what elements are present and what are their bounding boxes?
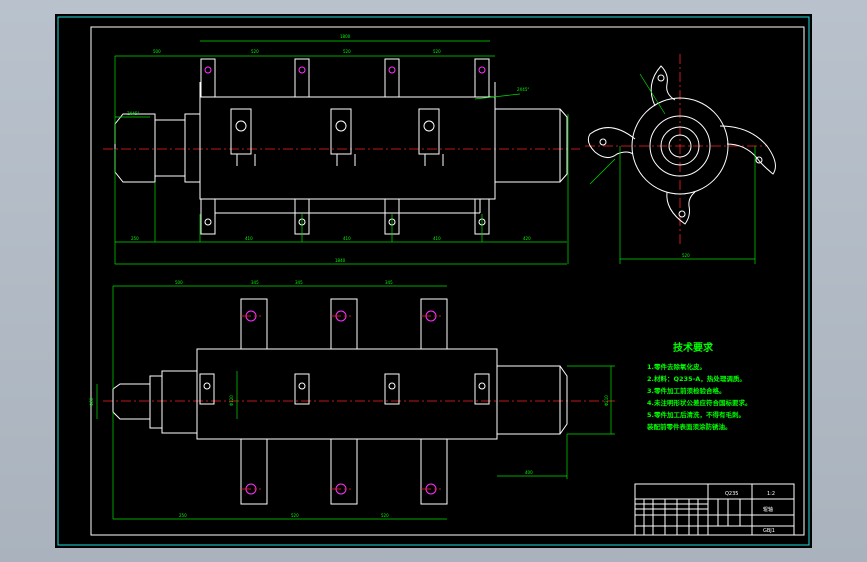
side-view: 520 (585, 54, 776, 264)
dim-plan-top-left: 500 (175, 280, 183, 285)
tech-req-line-5: 5.零件加工后清洗，不得有毛刺。 (647, 410, 745, 419)
tech-req-line-1: 1.零件去除氧化皮。 (647, 362, 706, 371)
engineering-drawing: 1800 500 520 520 520 2X45° 2X45° 250 410… (57, 16, 810, 546)
dim-right-chamfer: 2X45° (517, 87, 529, 92)
dim-side-width: 520 (682, 253, 690, 258)
tech-requirements: 技术要求 1.零件去除氧化皮。 2.材料：Q235-A，热处理调质。 3.零件加… (646, 341, 752, 431)
dim-top-spacing-1: 520 (251, 49, 259, 54)
dim-plan-mid-dia: Φ120 (229, 395, 234, 406)
dim-plan-pitch-3: 345 (385, 280, 393, 285)
dim-bottom-seg-5: 420 (523, 236, 531, 241)
drawing-sheet: 1800 500 520 520 520 2X45° 2X45° 250 410… (55, 14, 812, 548)
dim-top-total-upper: 1800 (340, 34, 351, 39)
tech-req-line-3: 3.零件加工前须检验合格。 (647, 386, 726, 395)
dim-plan-bottom-left: 250 (179, 513, 187, 518)
inner-border (90, 26, 805, 536)
dim-plan-bottom-mid: 520 (291, 513, 299, 518)
dim-plan-left-dia: Φ80 (89, 397, 94, 406)
dim-plan-right-len: 400 (525, 470, 533, 475)
dim-left-chamfer: 2X45° (127, 111, 139, 116)
title-block-material: Q235 (725, 491, 738, 497)
front-view: 1800 500 520 520 520 2X45° 2X45° 250 410… (103, 34, 580, 265)
tech-req-line-2: 2.材料：Q235-A，热处理调质。 (647, 374, 746, 383)
dim-bottom-seg-4: 410 (433, 236, 441, 241)
dim-bottom-seg-3: 410 (343, 236, 351, 241)
dim-plan-pitch-1: 345 (251, 280, 259, 285)
dim-plan-bottom-right: 520 (381, 513, 389, 518)
title-block-drawing-no: GBJ1 (763, 528, 775, 534)
tech-req-line-6: 装配前零件表面须涂防锈油。 (646, 422, 732, 431)
plan-view: 500 345 345 345 250 520 520 400 Φ80 Φ120… (89, 280, 615, 520)
dim-top-left-offset: 500 (153, 49, 161, 54)
title-block-part-name: 辊轴 (763, 506, 773, 513)
dim-plan-right-dia: Φ210 (604, 395, 609, 406)
tech-req-line-4: 4.未注明形状公差应符合国标要求。 (647, 398, 752, 407)
outer-border (57, 16, 810, 546)
dim-bottom-seg-2: 410 (245, 236, 253, 241)
dim-top-spacing-3: 520 (433, 49, 441, 54)
dim-plan-pitch-2: 345 (295, 280, 303, 285)
tech-requirements-title: 技术要求 (673, 341, 714, 354)
title-block-scale: 1:2 (767, 491, 775, 497)
dim-top-overall: 1840 (335, 258, 346, 263)
dim-bottom-seg-1: 250 (131, 236, 139, 241)
dim-top-spacing-2: 520 (343, 49, 351, 54)
title-block: Q235 1:2 辊轴 GBJ1 (634, 483, 795, 536)
